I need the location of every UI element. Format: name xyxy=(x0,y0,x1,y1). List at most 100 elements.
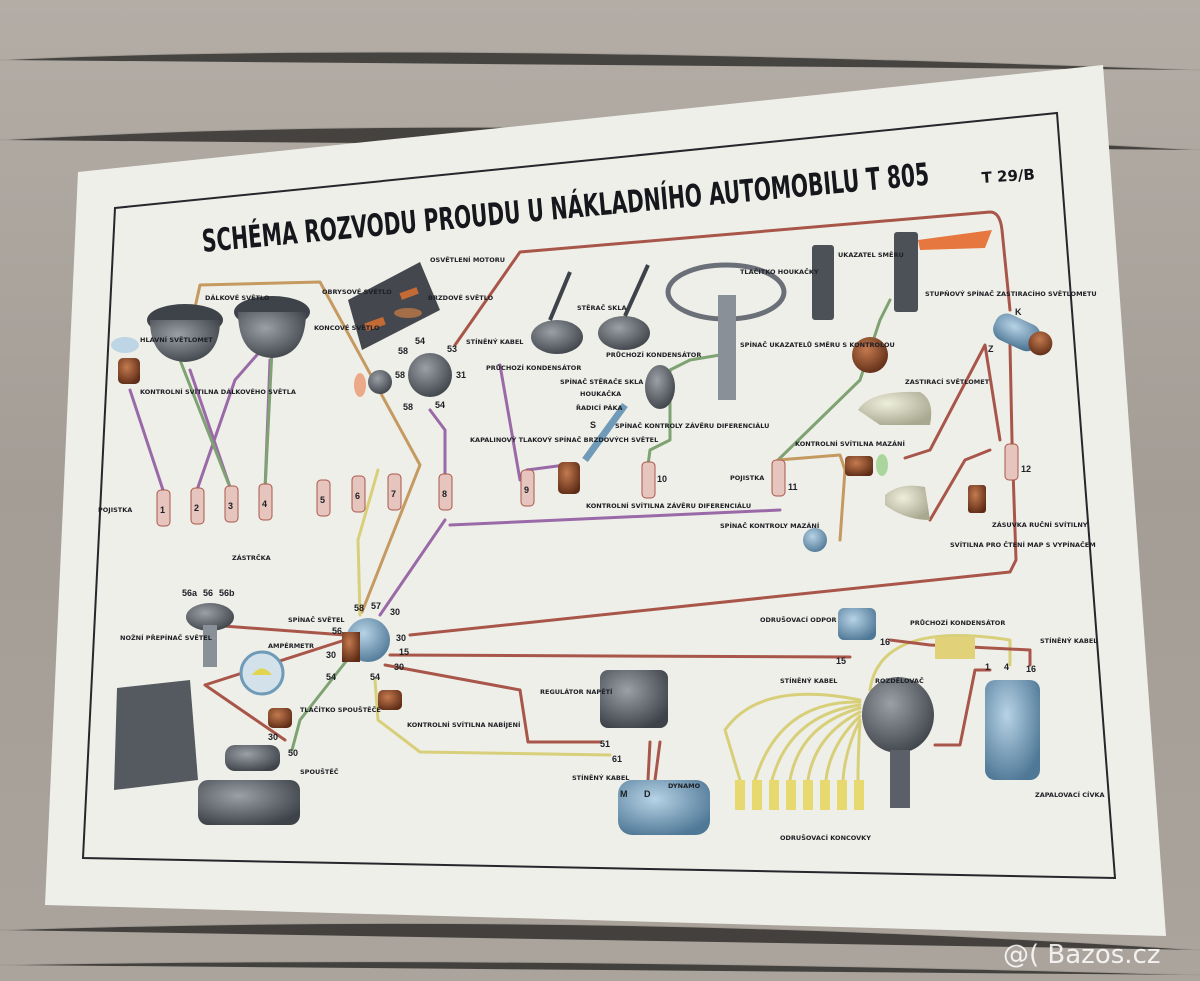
label-outline-light: OBRYSOVÉ SVĚTLO xyxy=(322,287,392,296)
svg-text:S: S xyxy=(590,420,596,430)
orange-glow xyxy=(354,373,366,397)
label-map-lamp: SVÍTILNA PRO ČTENÍ MAP S VYPÍNAČEM xyxy=(950,540,1096,549)
blackout-switch xyxy=(993,313,1053,356)
lube-indicator-lamp xyxy=(845,456,873,476)
feed-capacitor-ignition xyxy=(935,637,975,659)
svg-text:54: 54 xyxy=(326,672,336,682)
starter-motor xyxy=(198,745,300,825)
svg-text:1: 1 xyxy=(985,662,990,672)
wire-dynamo xyxy=(646,740,662,782)
svg-text:8: 8 xyxy=(442,489,447,499)
fuse-12: 12 xyxy=(1004,443,1031,481)
label-blackout-switch: STUPŇOVÝ SPÍNAČ ZASTIRACÍHO SVĚTLOMETU xyxy=(925,289,1097,298)
wire-yellow-switch xyxy=(356,468,380,617)
svg-text:Z: Z xyxy=(988,344,994,354)
distributor xyxy=(862,677,934,808)
fuse-6: 6 xyxy=(351,475,366,513)
wire-right-red xyxy=(408,343,1018,637)
label-starter-button: TLAČÍTKO SPOUŠTĚČE xyxy=(300,705,381,714)
svg-text:16: 16 xyxy=(880,637,890,647)
blackout-headlamp xyxy=(858,391,932,425)
wire-top-red xyxy=(453,210,1012,347)
svg-text:7: 7 xyxy=(391,489,396,499)
label-brake-light-switch: KAPALINOVÝ TLAKOVÝ SPÍNAČ BRZDOVÝCH SVĚT… xyxy=(470,435,658,444)
charge-indicator-lamp xyxy=(378,690,402,710)
svg-text:12: 12 xyxy=(1021,464,1031,474)
steering-column xyxy=(718,295,736,400)
label-shielded-cable-4: STÍNĚNÝ KABEL xyxy=(780,676,837,685)
label-shielded-cable-1: STÍNĚNÝ KABEL xyxy=(466,337,523,346)
svg-text:30: 30 xyxy=(394,662,404,672)
fuse-4: 4 xyxy=(258,483,273,521)
svg-text:11: 11 xyxy=(788,482,798,492)
svg-text:15: 15 xyxy=(836,656,846,666)
svg-text:58: 58 xyxy=(395,370,405,380)
svg-text:54: 54 xyxy=(370,672,380,682)
turn-indicator-right xyxy=(894,232,918,312)
svg-text:9: 9 xyxy=(524,485,529,495)
svg-text:56: 56 xyxy=(332,626,342,636)
wiper-arm-left xyxy=(548,271,572,321)
wire-green-fuses xyxy=(178,348,274,492)
outline-lamp xyxy=(368,370,392,394)
foot-dimmer xyxy=(186,603,234,667)
fuse-11: 11 xyxy=(771,459,798,497)
label-feed-capacitor-2: PRŮCHOZÍ KONDENSÁTOR xyxy=(606,350,701,359)
svg-text:3: 3 xyxy=(228,501,233,511)
horn xyxy=(645,365,675,409)
wire-tan-headlamp xyxy=(188,280,422,614)
gear-lever xyxy=(582,402,628,463)
wire-red-blackout xyxy=(903,343,1002,522)
wire-green-starter xyxy=(290,648,357,752)
svg-text:51: 51 xyxy=(600,739,610,749)
wire-51 xyxy=(383,663,602,744)
svg-text:53: 53 xyxy=(447,344,457,354)
svg-text:50: 50 xyxy=(288,748,298,758)
component-labels: OSVĚTLENÍ MOTORU OBRYSOVÉ SVĚTLO BRZDOVÉ… xyxy=(98,250,1105,842)
label-suppressor-caps: ODRUŠOVACÍ KONCOVKY xyxy=(780,833,871,842)
label-hand-lamp-socket: ZÁSUVKA RUČNÍ SVÍTILNY xyxy=(992,520,1088,529)
lube-switch xyxy=(803,528,827,552)
ignition-coil xyxy=(985,680,1040,780)
wire-purple-fuses xyxy=(128,338,272,492)
svg-text:5: 5 xyxy=(320,495,325,505)
fuse-10: 10 xyxy=(641,461,667,499)
label-charge-lamp: KONTROLNÍ SVÍTILNA NABÍJENÍ xyxy=(407,720,521,729)
label-diff-lock-lamp: KONTROLNÍ SVÍTILNA ZÁVĚRU DIFERENCIÁLU xyxy=(586,501,751,510)
label-socket: ZÁSTRČKA xyxy=(232,553,271,562)
fuse-7: 7 xyxy=(387,473,402,511)
svg-text:56: 56 xyxy=(203,588,213,598)
svg-text:58: 58 xyxy=(398,346,408,356)
turn-signal-switch xyxy=(852,337,888,373)
label-brake-light: BRZDOVÉ SVĚTLO xyxy=(428,293,494,302)
label-high-beam: DÁLKOVÉ SVĚTLO xyxy=(205,293,270,302)
suppressor-resistor xyxy=(838,608,876,640)
terminal-numbers: 58 54 53 31 58 58 54 56a 56 56b 58 57 30… xyxy=(182,307,1036,799)
svg-text:30: 30 xyxy=(326,650,336,660)
wire-green-horn xyxy=(646,353,722,467)
bazos-watermark: @( Bazos.cz xyxy=(1003,940,1161,970)
svg-text:2: 2 xyxy=(194,503,199,513)
label-high-beam-indicator: KONTROLNÍ SVÍTILNA DÁLKOVÉHO SVĚTLA xyxy=(140,387,296,396)
svg-text:57: 57 xyxy=(371,601,381,611)
high-beam-indicator-lamp xyxy=(118,358,140,384)
tail-light-cluster xyxy=(348,262,440,350)
hand-lamp-socket xyxy=(968,485,986,513)
svg-text:K: K xyxy=(1015,307,1022,317)
fuse-2: 2 xyxy=(190,487,205,525)
label-suppressor-resistor: ODRUŠOVACÍ ODPOR xyxy=(760,615,837,624)
svg-text:6: 6 xyxy=(355,491,360,501)
label-wiper-switch: SPÍNAČ STĚRAČE SKLA xyxy=(560,377,643,386)
svg-text:D: D xyxy=(644,789,651,799)
fuses: 1 2 3 4 5 6 7 8 9 10 11 12 xyxy=(156,443,1031,527)
label-horn: HOUKAČKA xyxy=(580,389,621,398)
fuse-1: 1 xyxy=(156,489,171,527)
wiper-motor-right xyxy=(598,316,650,350)
label-diff-lock-switch: SPÍNAČ KONTROLY ZÁVĚRU DIFERENCIÁLU xyxy=(615,421,769,430)
label-turn-switch: SPÍNAČ UKAZATELŮ SMĚRU S KONTROLOU xyxy=(740,340,895,349)
battery xyxy=(114,680,198,790)
svg-text:15: 15 xyxy=(399,647,409,657)
fuse-8: 8 xyxy=(438,473,453,511)
label-lube-lamp: KONTROLNÍ SVÍTILNA MAZÁNÍ xyxy=(795,439,905,448)
label-feed-capacitor-3: PRŮCHOZÍ KONDENSÁTOR xyxy=(910,618,1005,627)
